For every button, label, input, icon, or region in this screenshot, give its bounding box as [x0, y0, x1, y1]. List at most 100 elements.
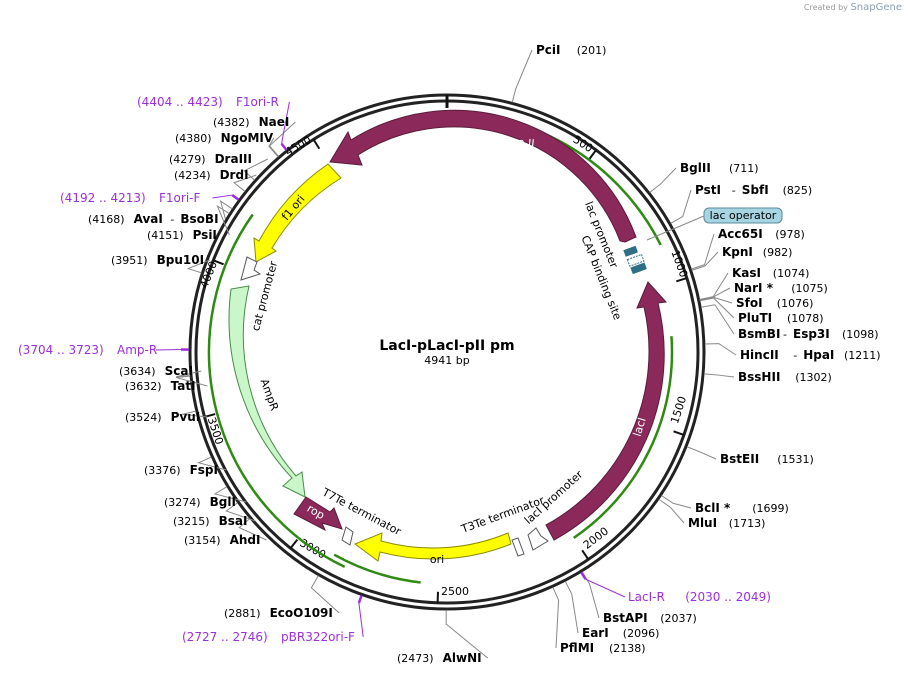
enzyme-site[interactable]: (2881)EcoO109I — [224, 606, 333, 620]
enzyme-position: (3632) — [125, 380, 162, 393]
enzyme-site[interactable]: BclI *(1699) — [695, 501, 789, 515]
enzyme-separator: - — [732, 184, 736, 197]
enzyme-leader — [704, 373, 735, 378]
enzyme-leader — [176, 370, 202, 378]
enzyme-site[interactable]: SfoI(1076) — [736, 296, 813, 310]
plasmid-size: 4941 bp — [424, 354, 469, 367]
primer-site[interactable]: LacI-R(2030 .. 2049) — [628, 590, 771, 604]
enzyme-leader — [186, 259, 210, 274]
enzyme-site[interactable]: (3215) BsaI — [173, 514, 247, 528]
enzyme-leader — [699, 297, 735, 319]
feature-cat-promoter[interactable] — [240, 256, 262, 281]
enzyme-site[interactable]: (4151)PsiI — [147, 228, 217, 242]
enzyme-position: (1211) — [844, 349, 881, 362]
enzyme-site[interactable]: MluI(1713) — [688, 516, 765, 530]
enzyme-site[interactable]: (2473)AlwNI — [397, 651, 482, 665]
primer-mark — [357, 595, 363, 604]
enzyme-name: PvuI — [171, 410, 201, 424]
enzyme-site[interactable]: Acc65I(978) — [718, 227, 805, 241]
primer-site[interactable]: (4404 .. 4423)F1ori-R — [137, 95, 279, 109]
enzyme-site[interactable]: (4382)NaeI — [213, 115, 289, 129]
enzyme-site[interactable]: (3951)Bpu10I — [111, 253, 204, 267]
enzyme-site[interactable]: BstAPI(2037) — [603, 611, 697, 625]
enzyme-site[interactable]: (4168)AvaI-BsoBI — [88, 212, 219, 226]
primer-name: Amp-R — [117, 343, 157, 357]
enzyme-site[interactable]: (4380)NgoMIV — [175, 131, 274, 145]
enzyme-site[interactable]: (3634)ScaI — [119, 364, 193, 378]
primer-mark — [580, 571, 587, 580]
enzyme-site[interactable]: (3632)TatI — [125, 379, 196, 393]
enzyme-leader — [233, 174, 257, 192]
enzyme-site[interactable]: (3524)PvuI — [125, 410, 200, 424]
enzyme-name-2: Esp3I — [793, 327, 830, 341]
feature-ori[interactable] — [353, 532, 512, 562]
enzyme-site[interactable]: (3376) FspI — [144, 463, 218, 477]
enzyme-site[interactable]: PflMI(2138) — [560, 641, 646, 655]
enzyme-leader — [243, 158, 269, 181]
enzyme-position: (3376) — [144, 464, 181, 477]
feature-lac-operator-box[interactable] — [630, 262, 647, 275]
enzyme-position: (201) — [577, 44, 607, 57]
enzyme-site[interactable]: (4279)DraIII — [169, 152, 252, 166]
feature-laci-promoter[interactable] — [527, 527, 549, 551]
feature-m13-gene-ii[interactable] — [329, 109, 637, 243]
enzyme-site[interactable]: BssHII(1302) — [738, 370, 832, 384]
enzyme-leader — [216, 204, 230, 236]
enzyme-name: BclI * — [695, 501, 731, 515]
enzyme-site[interactable]: KpnI(982) — [722, 245, 792, 259]
enzyme-name: PsiI — [193, 228, 217, 242]
enzyme-site[interactable]: BsmBI-Esp3I(1098) — [738, 327, 879, 341]
primer-site[interactable]: (4192 .. 4213)F1ori-F — [60, 191, 200, 205]
enzyme-leader — [691, 251, 719, 271]
primer-site[interactable]: (2727 .. 2746)pBR322ori-F — [182, 630, 355, 644]
enzyme-position: (2138) — [609, 642, 646, 655]
feature-t7te-terminator[interactable] — [341, 526, 354, 546]
orf-rop — [333, 553, 421, 584]
enzyme-site[interactable]: PstI-SbfI(825) — [695, 183, 812, 197]
orf-laci — [573, 336, 674, 539]
enzyme-position: (1098) — [842, 328, 879, 341]
enzyme-site[interactable]: PluTI(1078) — [738, 311, 824, 325]
enzyme-position: (1302) — [795, 371, 832, 384]
enzyme-name: NgoMIV — [221, 131, 274, 145]
feature-ampr[interactable] — [228, 285, 306, 498]
tick-4000 — [213, 259, 224, 266]
enzyme-separator: - — [170, 213, 174, 226]
tick-label-1500: 1500 — [668, 395, 689, 426]
enzyme-site[interactable]: (3274)BglI — [164, 495, 236, 509]
primer-range: (2727 .. 2746) — [182, 630, 268, 644]
primer-site[interactable]: (3704 .. 3723)Amp-R — [18, 343, 157, 357]
enzyme-name: BsaI — [219, 514, 248, 528]
enzyme-leader — [700, 304, 735, 335]
enzyme-site[interactable]: BstEII(1531) — [720, 452, 814, 466]
enzyme-leader — [238, 518, 267, 541]
enzyme-site[interactable]: NarI *(1075) — [734, 281, 828, 295]
tick-label-2500: 2500 — [441, 585, 469, 598]
label-ori: ori — [430, 553, 444, 566]
enzyme-leader — [182, 410, 208, 418]
enzyme-position: (3215) — [173, 515, 210, 528]
enzyme-site[interactable]: (3154)AhdI — [184, 533, 260, 547]
enzyme-site[interactable]: (4234)DrdI — [174, 168, 249, 182]
enzyme-position: (2096) — [623, 627, 660, 640]
enzyme-position: (1074) — [773, 267, 810, 280]
enzyme-position: (3951) — [111, 254, 148, 267]
feature-cap-binding-site[interactable] — [623, 245, 638, 257]
feature-f1-ori[interactable] — [253, 163, 342, 263]
label-ampr: AmpR — [258, 377, 282, 413]
feature-laci[interactable] — [545, 281, 668, 541]
lac-operator-tag[interactable] — [703, 207, 783, 224]
tick-4500 — [312, 138, 321, 150]
enzyme-site[interactable]: BglII(711) — [680, 161, 759, 175]
enzyme-position: (4168) — [88, 213, 125, 226]
feature-rop[interactable] — [293, 496, 343, 532]
enzyme-name: FspI — [190, 463, 218, 477]
feature-lac-promoter-box[interactable] — [626, 253, 645, 267]
primer-name: LacI-R — [628, 590, 665, 604]
enzyme-site[interactable]: EarI(2096) — [582, 626, 659, 640]
enzyme-site[interactable]: KasI(1074) — [732, 266, 809, 280]
feature-t3te-terminator[interactable] — [511, 537, 525, 557]
enzyme-site[interactable]: PciI(201) — [536, 43, 606, 57]
enzyme-site[interactable]: HincII-HpaI(1211) — [740, 348, 881, 362]
